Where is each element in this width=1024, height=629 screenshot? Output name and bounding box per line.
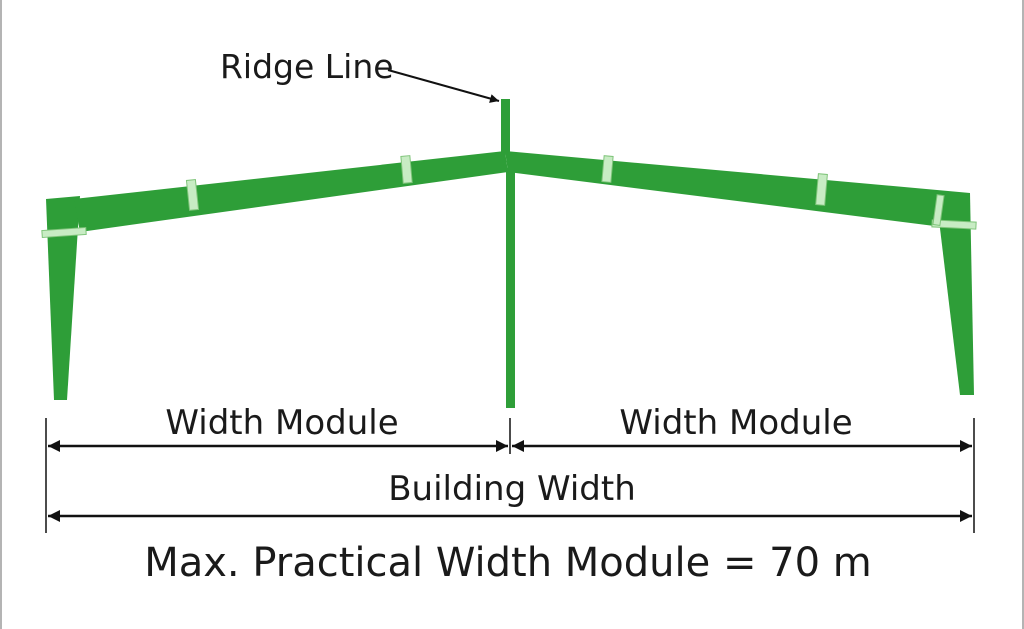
splice-plate xyxy=(41,226,87,239)
splice-plate xyxy=(400,155,413,184)
splice-plate xyxy=(931,219,977,230)
left-rafter xyxy=(74,151,508,232)
right-module-label: Width Module xyxy=(619,403,852,443)
right-rafter xyxy=(505,151,970,230)
left-column xyxy=(46,196,80,400)
splice-plate xyxy=(185,179,200,211)
right-column xyxy=(936,193,974,395)
building-width-label: Building Width xyxy=(388,469,636,509)
left-module-label: Width Module xyxy=(165,403,398,443)
ridge-post xyxy=(501,99,510,154)
splice-plate xyxy=(601,155,614,183)
splice-plate xyxy=(815,173,828,206)
center-column xyxy=(506,168,515,408)
splice-plate xyxy=(932,194,945,226)
left-border xyxy=(0,0,2,629)
ridge-line-label: Ridge Line xyxy=(220,47,394,86)
caption: Max. Practical Width Module = 70 m xyxy=(144,540,872,586)
right-border xyxy=(1022,0,1024,629)
ridge-leader-line xyxy=(387,69,500,103)
